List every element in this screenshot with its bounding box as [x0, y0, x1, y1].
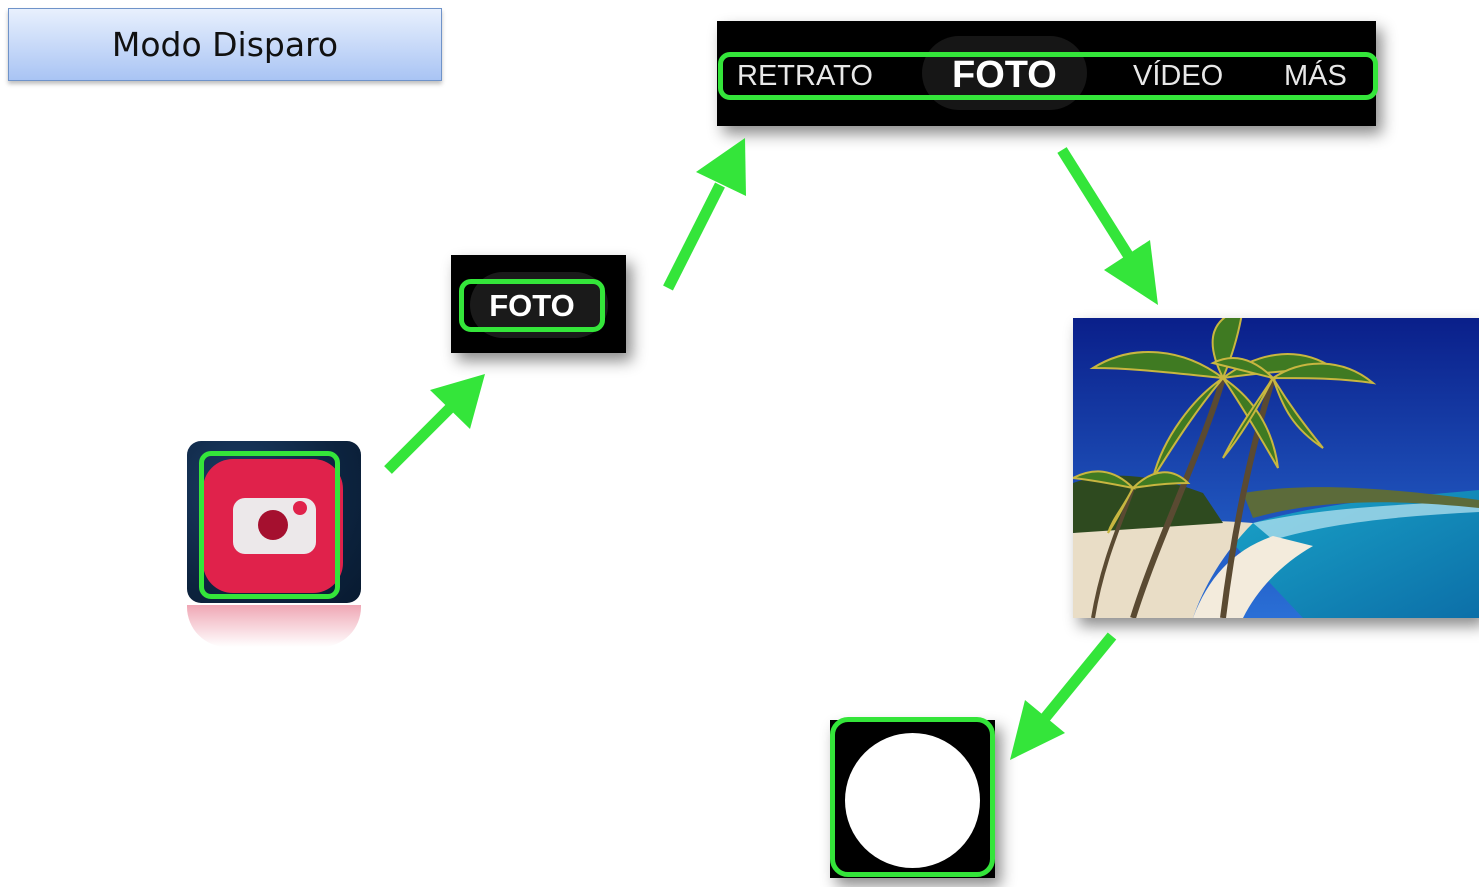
- shutter-button-icon[interactable]: [845, 733, 980, 868]
- mode-foto[interactable]: FOTO: [952, 54, 1057, 96]
- arrow-photo-to-shutter: [1040, 632, 1117, 722]
- diagram-title: Modo Disparo: [8, 8, 442, 81]
- arrow-foto-to-modes: [663, 182, 725, 291]
- icon-reflection: [187, 605, 361, 647]
- beach-photo-image: [1073, 318, 1479, 618]
- highlight-shutter: [830, 717, 995, 877]
- highlight-camera-app: [199, 451, 340, 599]
- camera-glyph-dot: [293, 501, 307, 515]
- arrow-app-to-foto: [384, 404, 454, 474]
- beach-photo: [1073, 318, 1479, 618]
- mode-retrato[interactable]: RETRATO: [737, 60, 873, 92]
- camera-glyph-lens: [258, 510, 288, 540]
- highlight-mode-bar: [718, 52, 1378, 100]
- foto-tab-label[interactable]: FOTO: [489, 288, 575, 323]
- mode-video[interactable]: VÍDEO: [1133, 60, 1224, 92]
- highlight-foto-tab: [459, 279, 605, 332]
- mode-mas[interactable]: MÁS: [1284, 60, 1347, 92]
- arrow-modes-to-photo: [1057, 147, 1133, 258]
